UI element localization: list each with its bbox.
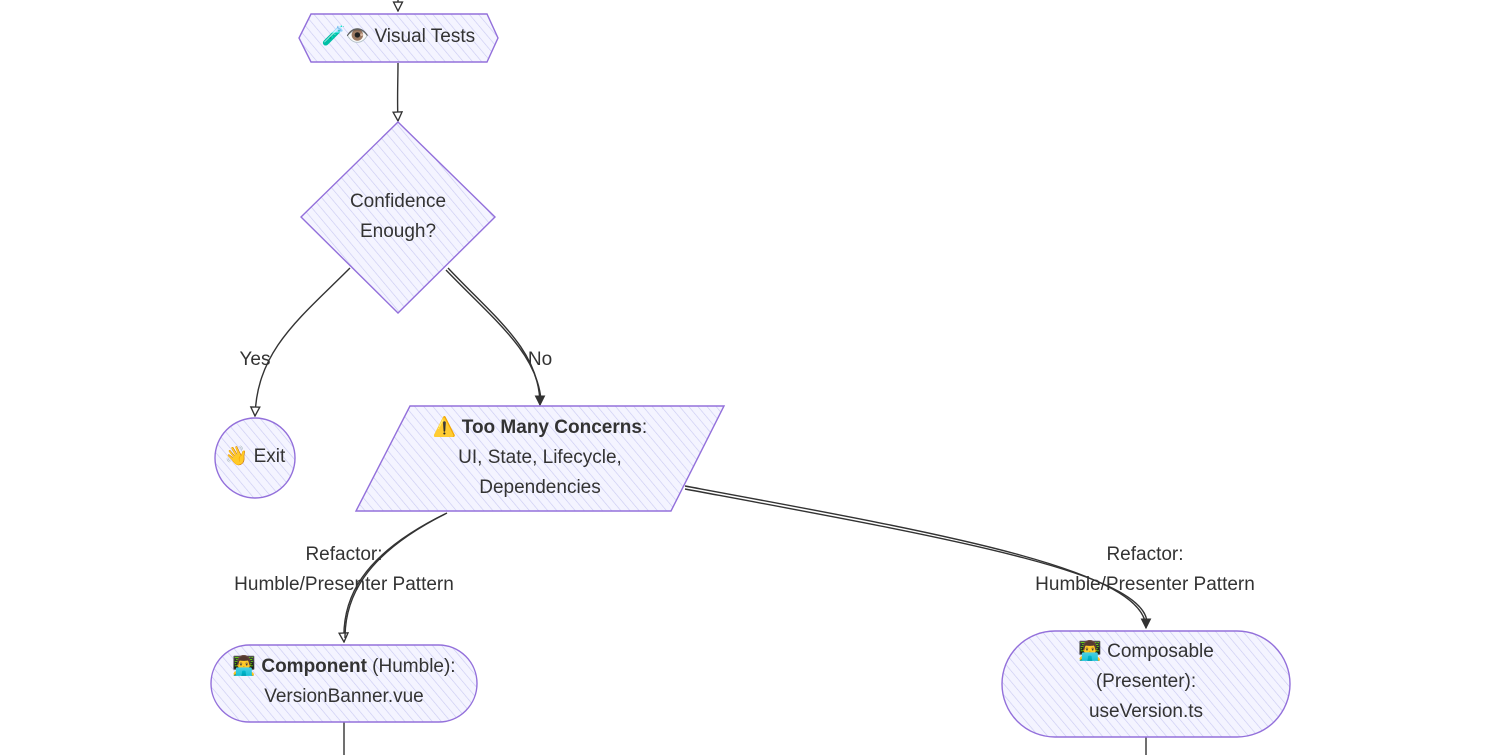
edge-label-yes: Yes: [239, 349, 271, 370]
exit-label: 👋 Exit: [215, 442, 295, 472]
concerns-line3: Dependencies: [479, 477, 601, 498]
confidence-line1: Confidence: [349, 191, 447, 212]
visual-tests-text: Visual Tests: [374, 26, 476, 47]
edge-label-refactor-left: Refactor: Humble/Presenter Pattern: [214, 540, 474, 600]
visual-tests-label: 🧪👁️ Visual Tests: [299, 22, 498, 52]
composable-line2: (Presenter):: [1095, 671, 1197, 692]
edge-refactor-left-sketch: [344, 513, 446, 639]
concerns-node[interactable]: [354, 405, 726, 512]
concerns-colon: :: [641, 417, 648, 438]
confidence-line2: Enough?: [359, 221, 437, 242]
edge-refactor-right-sketch: [684, 488, 1148, 623]
component-label: 👨‍💻 Component (Humble): VersionBanner.vu…: [211, 652, 477, 712]
edge-no: [447, 267, 540, 405]
composable-line3: useVersion.ts: [1088, 701, 1204, 722]
waving-hand-icon: 👋: [224, 446, 249, 467]
edge-no-sketch: [445, 269, 542, 401]
exit-text: Exit: [253, 446, 286, 467]
technologist-icon: 👨‍💻: [232, 656, 257, 677]
edge-label-no: No: [527, 349, 553, 370]
concerns-label: ⚠️ Too Many Concerns: UI, State, Lifecyc…: [380, 413, 700, 503]
refactor-left-line1: Refactor:: [305, 544, 383, 565]
composable-line1: Composable: [1107, 641, 1214, 662]
edge-yes: [255, 267, 351, 416]
visual-tests-node[interactable]: [298, 13, 499, 63]
refactor-right-line2: Humble/Presenter Pattern: [1035, 574, 1255, 595]
exit-node[interactable]: [214, 417, 296, 499]
component-suffix: (Humble):: [366, 656, 456, 677]
test-tube-eye-icon: 🧪👁️: [321, 26, 370, 47]
composable-node[interactable]: [1001, 630, 1291, 738]
confidence-decision-node[interactable]: [300, 121, 496, 314]
composable-label: 👨‍💻 Composable (Presenter): useVersion.t…: [1002, 637, 1290, 727]
concerns-line2: UI, State, Lifecycle,: [458, 447, 622, 468]
component-title: Component: [261, 656, 367, 677]
confidence-label: Confidence Enough?: [301, 187, 495, 247]
technologist-icon: 👨‍💻: [1078, 641, 1102, 662]
edge-refactor-right: [684, 485, 1146, 628]
refactor-right-line1: Refactor:: [1106, 544, 1184, 565]
concerns-title: Too Many Concerns: [461, 417, 642, 438]
warning-icon: ⚠️: [432, 417, 457, 438]
refactor-left-line2: Humble/Presenter Pattern: [234, 574, 454, 595]
component-node[interactable]: [210, 644, 478, 723]
edge-label-refactor-right: Refactor: Humble/Presenter Pattern: [1015, 540, 1275, 600]
component-line2: VersionBanner.vue: [264, 686, 424, 707]
